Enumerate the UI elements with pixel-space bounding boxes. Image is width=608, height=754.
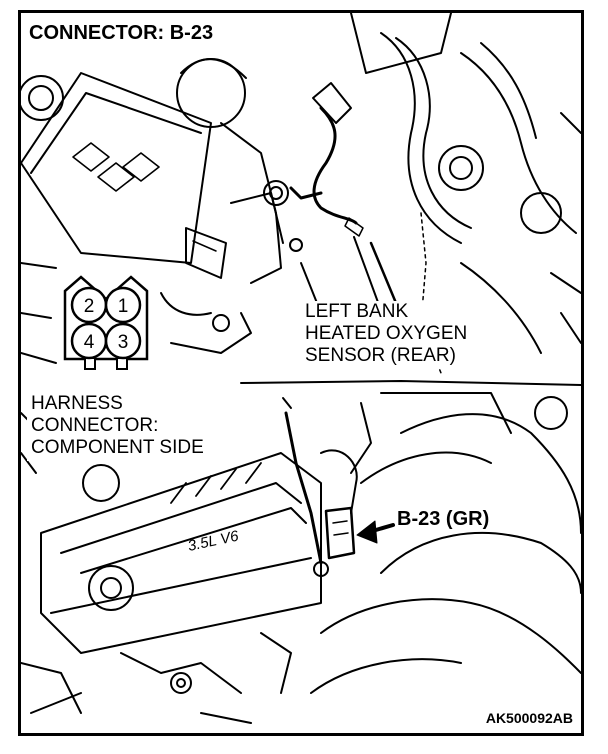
pin-3-label: 3: [118, 332, 129, 353]
diagram-frame: 3.5L V6 2 1: [18, 10, 584, 736]
engine-illustration: 3.5L V6: [21, 13, 581, 724]
sensor-label-line-3: SENSOR (REAR): [305, 345, 468, 367]
harness-label-line-3: COMPONENT SIDE: [31, 437, 204, 458]
connector-face-diagram: 2 1 4 3: [63, 275, 149, 370]
harness-label-line-2: CONNECTOR:: [31, 415, 159, 436]
harness-label-line-1: HARNESS: [31, 393, 123, 414]
connector-title: CONNECTOR: B-23: [27, 21, 220, 47]
sensor-label-line-1: LEFT BANK: [305, 301, 468, 323]
pin-4-label: 4: [84, 332, 95, 353]
pin-1-label: 1: [118, 296, 129, 317]
pin-3-circle: [104, 322, 142, 360]
sensor-label-line-2: HEATED OXYGEN: [305, 323, 468, 345]
connector-callout-label: B-23 (GR): [397, 508, 490, 530]
pin-2-label: 2: [84, 296, 95, 317]
pin-1-circle: [104, 286, 142, 324]
figure-code: AK500092AB: [485, 710, 573, 726]
harness-connector-label: HARNESS CONNECTOR: COMPONENT SIDE: [27, 391, 208, 461]
sensor-label: LEFT BANK HEATED OXYGEN SENSOR (REAR): [301, 299, 471, 369]
engine-marking: 3.5L V6: [186, 527, 240, 554]
